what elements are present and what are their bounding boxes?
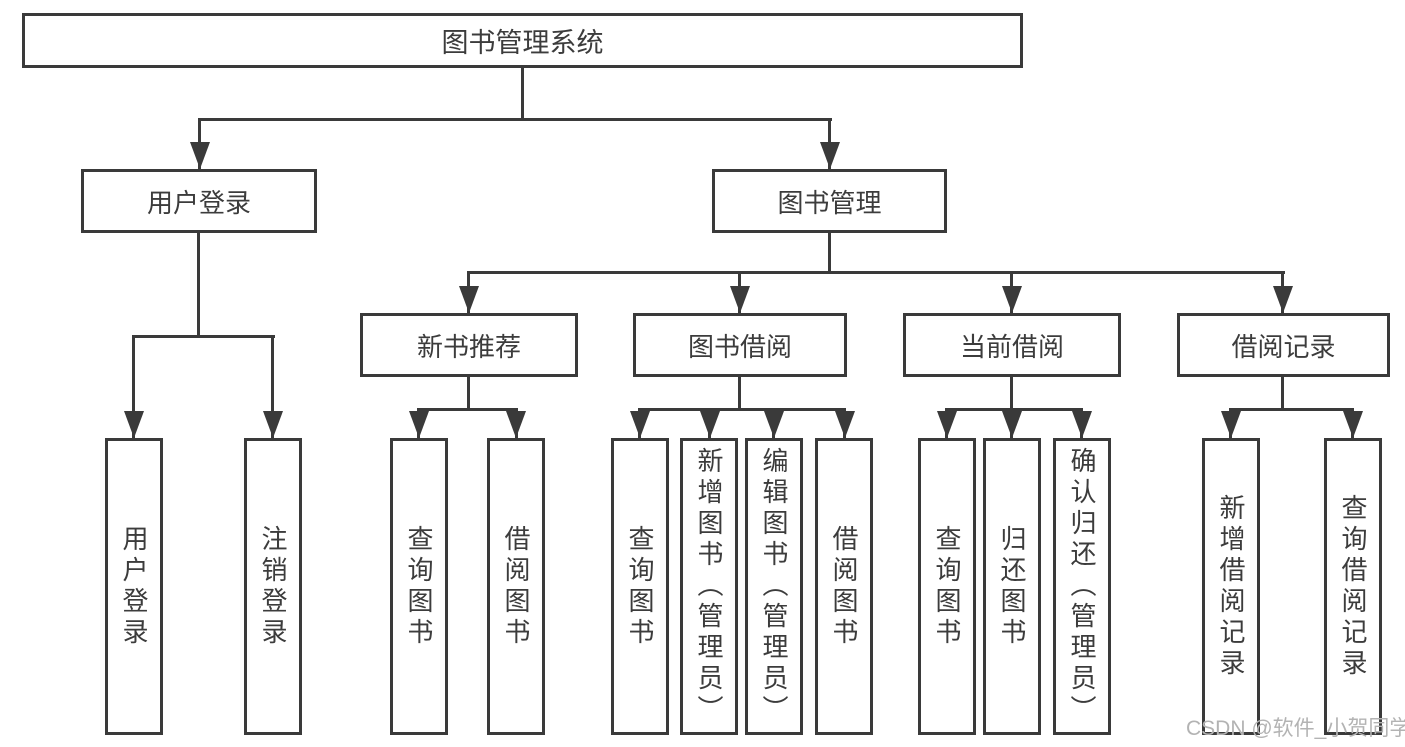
arrowhead-rec-add	[1221, 411, 1241, 438]
leaf-nb-query-books: 查询图书	[390, 438, 448, 735]
leaf-bb-query-books: 查询图书	[611, 438, 669, 735]
leaf-cb-confirm-return-admin: 确认归还（管理员）	[1053, 438, 1111, 735]
arrowhead-leaf-logout	[263, 411, 283, 438]
arrowhead-bb-edit	[764, 411, 784, 438]
node-root: 图书管理系统	[22, 13, 1023, 68]
arrowhead-cb-confirm	[1072, 411, 1092, 438]
arrowhead-nb-borrow	[506, 411, 526, 438]
leaf-cb-return-books-label: 归还图书	[997, 524, 1027, 649]
node-book-mgmt-label: 图书管理	[777, 187, 882, 218]
connector-borrow-bus	[638, 408, 846, 411]
arrowhead-leaf-login	[124, 411, 144, 438]
arrowhead-nb-query	[409, 411, 429, 438]
node-book-mgmt: 图书管理	[712, 169, 947, 233]
connector-bookmgmt-bus	[467, 271, 1285, 274]
leaf-user-login: 用户登录	[105, 438, 163, 735]
leaf-nb-borrow-books: 借阅图书	[487, 438, 545, 735]
connector-current-stem	[1010, 377, 1013, 408]
connector-bookmgmt-stem	[828, 233, 831, 271]
csdn-watermark: CSDN @软件_小贺同学	[1186, 717, 1405, 740]
arrowhead-book-mgmt	[820, 142, 840, 169]
arrowhead-current-borrow	[1002, 286, 1022, 313]
node-new-book-rec: 新书推荐	[360, 313, 578, 377]
leaf-bb-add-books-admin-label: 新增图书（管理员）	[694, 447, 724, 726]
leaf-user-login-label: 用户登录	[119, 524, 149, 649]
connector-userlogin-stem	[197, 233, 200, 335]
arrowhead-borrow-records	[1273, 286, 1293, 313]
arrowhead-cb-return	[1002, 411, 1022, 438]
arrowhead-cb-query	[937, 411, 957, 438]
leaf-cb-query-books: 查询图书	[918, 438, 976, 735]
leaf-bb-add-books-admin: 新增图书（管理员）	[680, 438, 738, 735]
node-borrow-records-label: 借阅记录	[1231, 331, 1336, 362]
leaf-cb-confirm-return-admin-label: 确认归还（管理员）	[1067, 447, 1097, 726]
connector-newbook-bus	[417, 408, 518, 411]
arrowhead-bb-add	[700, 411, 720, 438]
node-book-borrow-label: 图书借阅	[687, 331, 792, 362]
leaf-rec-query-record-label: 查询借阅记录	[1338, 493, 1368, 680]
leaf-rec-add-record-label: 新增借阅记录	[1216, 493, 1246, 680]
connector-current-bus	[945, 408, 1082, 411]
leaf-nb-borrow-books-label: 借阅图书	[501, 524, 531, 649]
node-root-label: 图书管理系统	[441, 28, 604, 58]
leaf-bb-borrow-books: 借阅图书	[815, 438, 873, 735]
connector-drop-leaf-login	[132, 335, 135, 438]
leaf-cb-return-books: 归还图书	[983, 438, 1041, 735]
leaf-nb-query-books-label: 查询图书	[404, 524, 434, 649]
leaf-rec-query-record: 查询借阅记录	[1324, 438, 1382, 735]
connector-records-bus	[1229, 408, 1354, 411]
connector-records-stem	[1281, 377, 1284, 408]
connector-newbook-stem	[467, 377, 470, 408]
connector-userlogin-bus	[132, 335, 275, 338]
leaf-logout-label: 注销登录	[258, 524, 288, 649]
arrowhead-bb-borrow	[835, 411, 855, 438]
leaf-bb-borrow-books-label: 借阅图书	[829, 524, 859, 649]
leaf-cb-query-books-label: 查询图书	[932, 524, 962, 649]
leaf-bb-edit-books-admin: 编辑图书（管理员）	[745, 438, 803, 735]
node-user-login-group: 用户登录	[81, 169, 317, 233]
node-borrow-records: 借阅记录	[1177, 313, 1390, 377]
leaf-rec-add-record: 新增借阅记录	[1202, 438, 1260, 735]
leaf-bb-edit-books-admin-label: 编辑图书（管理员）	[759, 447, 789, 726]
node-current-borrow: 当前借阅	[903, 313, 1121, 377]
node-new-book-rec-label: 新书推荐	[416, 331, 521, 362]
arrowhead-user-login	[190, 142, 210, 169]
leaf-bb-query-books-label: 查询图书	[625, 524, 655, 649]
arrowhead-new-book	[459, 286, 479, 313]
connector-root-bus	[198, 118, 832, 121]
arrowhead-rec-query	[1343, 411, 1363, 438]
node-current-borrow-label: 当前借阅	[959, 331, 1064, 362]
node-user-login-group-label: 用户登录	[146, 187, 251, 218]
connector-drop-leaf-logout	[271, 335, 274, 438]
arrowhead-book-borrow	[730, 286, 750, 313]
arrowhead-bb-query	[630, 411, 650, 438]
node-book-borrow: 图书借阅	[633, 313, 847, 377]
leaf-logout: 注销登录	[244, 438, 302, 735]
connector-root-stem	[521, 68, 524, 118]
connector-borrow-stem	[738, 377, 741, 408]
